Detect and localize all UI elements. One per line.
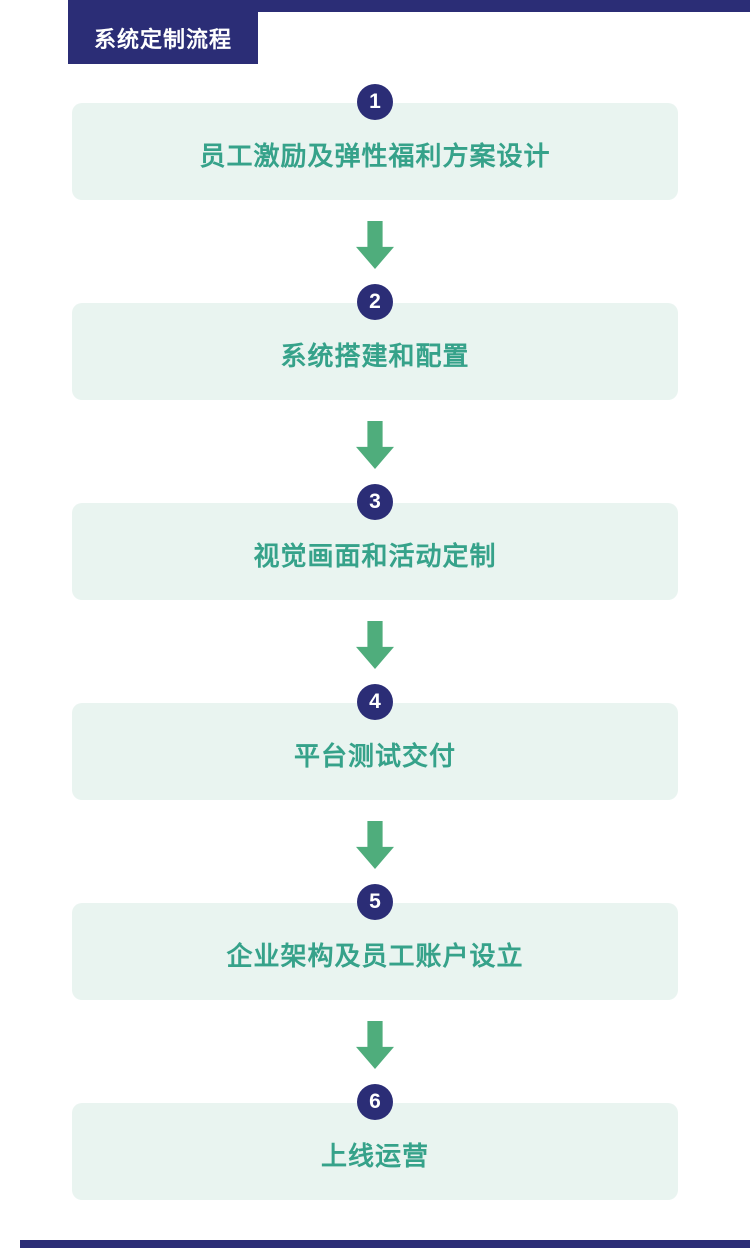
- step-6: 6 上线运营: [72, 1084, 678, 1200]
- step-label: 员工激励及弹性福利方案设计: [199, 141, 551, 171]
- arrow-down-icon: [356, 621, 394, 669]
- step-number-badge: 1: [357, 84, 393, 120]
- step-2: 2 系统搭建和配置: [72, 284, 678, 400]
- step-1: 1 员工激励及弹性福利方案设计: [72, 84, 678, 200]
- step-label: 平台测试交付: [293, 741, 456, 771]
- step-number-badge: 2: [357, 284, 393, 320]
- step-label: 企业架构及员工账户设立: [226, 941, 524, 971]
- step-label: 上线运营: [320, 1141, 429, 1171]
- step-number-badge: 4: [357, 684, 393, 720]
- bottom-accent-bar: [20, 1240, 750, 1248]
- step-card: 平台测试交付: [72, 703, 678, 800]
- page-title: 系统定制流程: [68, 12, 258, 64]
- step-number-badge: 5: [357, 884, 393, 920]
- step-3: 3 视觉画面和活动定制: [72, 484, 678, 600]
- step-number-badge: 3: [357, 484, 393, 520]
- step-card: 系统搭建和配置: [72, 303, 678, 400]
- step-number-badge: 6: [357, 1084, 393, 1120]
- arrow-down-icon: [356, 821, 394, 869]
- arrow-down-icon: [356, 421, 394, 469]
- arrow-down-icon: [356, 1021, 394, 1069]
- step-4: 4 平台测试交付: [72, 684, 678, 800]
- step-5: 5 企业架构及员工账户设立: [72, 884, 678, 1000]
- process-flow: 1 员工激励及弹性福利方案设计 2 系统搭建和配置 3 视觉画面和活动定制 4 …: [0, 84, 750, 1200]
- step-label: 视觉画面和活动定制: [253, 541, 497, 571]
- top-accent-bar: [68, 0, 750, 12]
- arrow-down-icon: [356, 221, 394, 269]
- step-label: 系统搭建和配置: [280, 341, 470, 371]
